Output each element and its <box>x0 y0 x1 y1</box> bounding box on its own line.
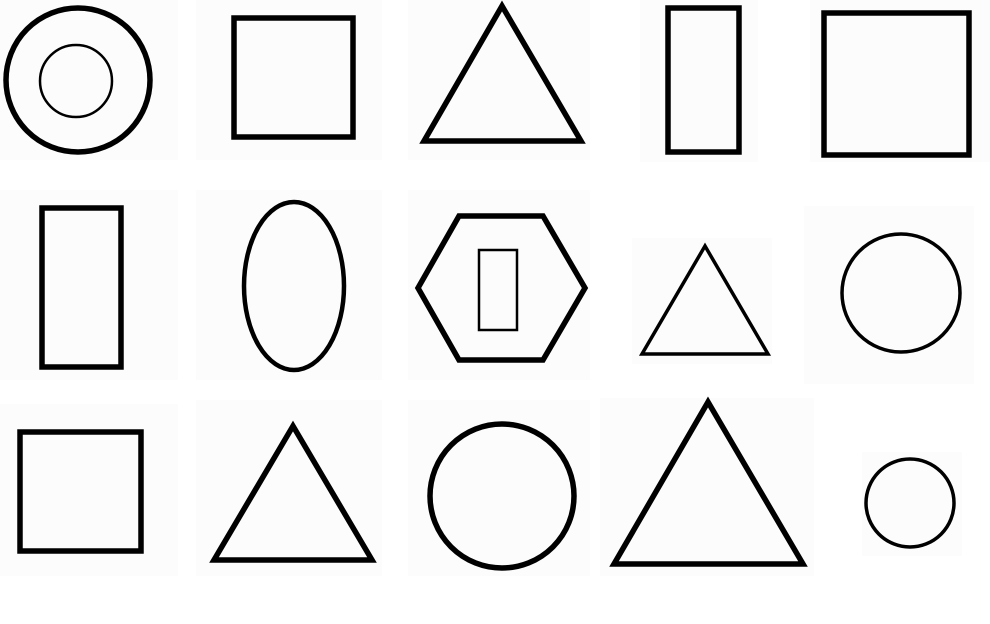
shape-r2c4-triangle <box>638 242 772 356</box>
shape-r3c5-circle <box>864 457 956 549</box>
tile-r1c3 <box>408 0 590 160</box>
shape-r3c1-square <box>17 429 144 554</box>
tile-r2c1 <box>0 190 178 380</box>
shape-r1c1-circle-with-inner-circle <box>3 5 153 155</box>
shape-r2c5-circle <box>840 232 962 354</box>
shape-r1c3-triangle <box>419 0 586 144</box>
tile-r3c3 <box>408 400 590 576</box>
shape-r2c2-ellipse <box>241 199 347 373</box>
tile-r2c4 <box>632 238 772 364</box>
tile-r3c5 <box>862 452 962 556</box>
shape-r3c2-triangle <box>209 420 377 563</box>
inner-circle <box>38 43 114 119</box>
shape-r2c3-hexagon-with-inner-rectangle <box>414 213 589 363</box>
outer-hexagon <box>414 213 589 363</box>
shape-r1c2-square <box>231 15 356 140</box>
shape-r3c3-circle <box>427 421 577 571</box>
tile-r2c3 <box>408 190 590 380</box>
tile-r2c2 <box>196 190 382 380</box>
tile-r2c5 <box>804 206 974 384</box>
tile-r3c2 <box>196 400 382 576</box>
tile-r1c5 <box>810 0 990 162</box>
shape-r1c4-rectangle <box>665 5 742 155</box>
shape-r1c5-square <box>821 10 972 158</box>
shape-r2c1-rectangle <box>39 205 124 370</box>
inner-rectangle <box>477 248 519 332</box>
shape-r3c4-triangle <box>609 396 808 567</box>
outer-circle <box>3 5 153 155</box>
tile-r3c4 <box>600 398 814 576</box>
